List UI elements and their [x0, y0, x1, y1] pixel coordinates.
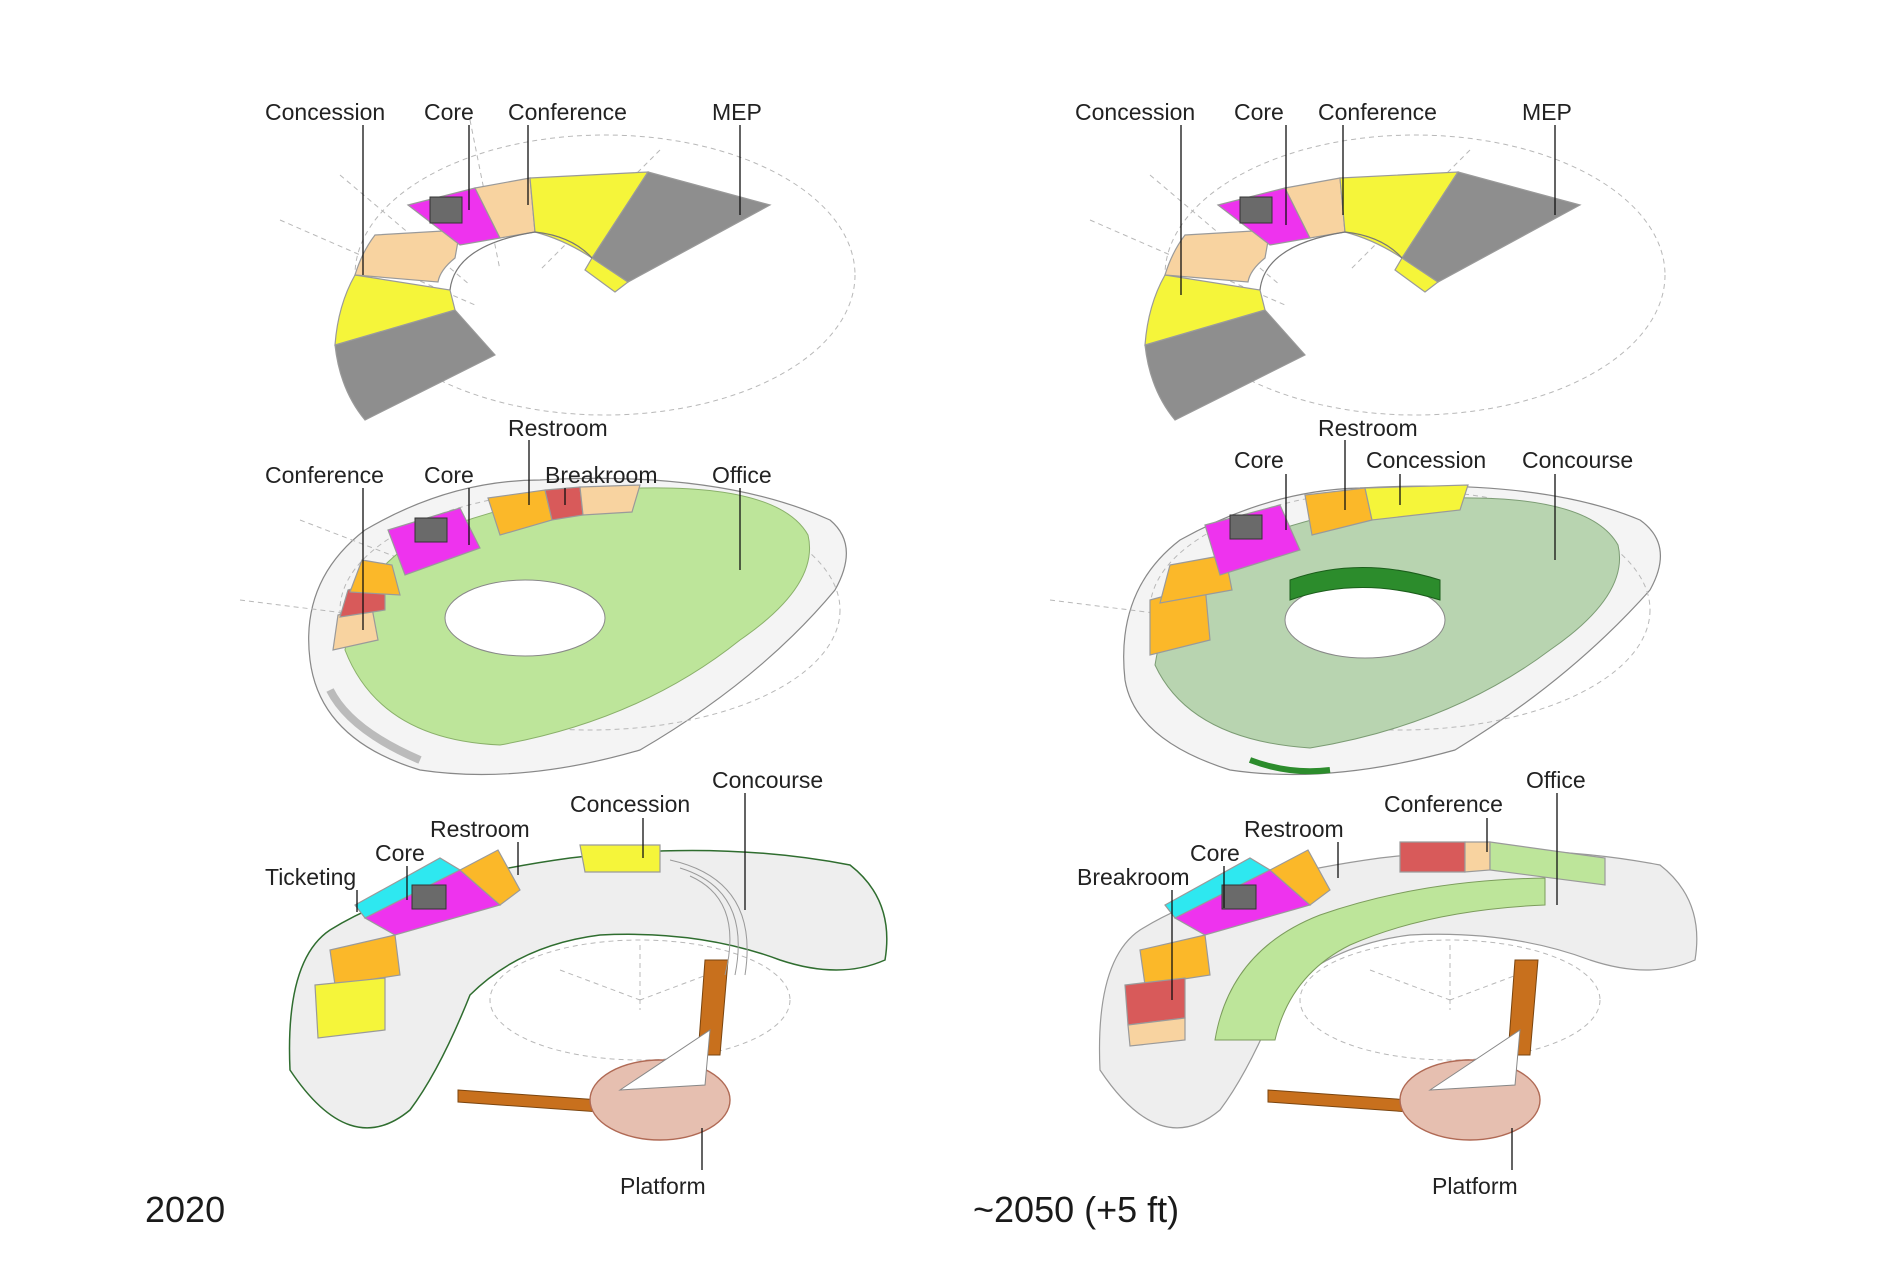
right-top-level — [1089, 134, 1666, 421]
left-bot-level — [288, 844, 888, 1141]
label-restroom: Restroom — [508, 415, 608, 441]
right-bot-level — [1098, 841, 1698, 1141]
label-mep: MEP — [712, 99, 762, 125]
label-core: Core — [375, 840, 425, 866]
left-bot-bridge-south — [457, 1089, 601, 1113]
labels-left-mid: Restroom Conference Core Breakroom Offic… — [265, 415, 772, 488]
left-bot-core-shaft — [411, 884, 447, 910]
label-concession: Concession — [1366, 447, 1486, 473]
left-mid-breakroom-b — [544, 486, 584, 521]
label-conference: Conference — [1384, 791, 1503, 817]
right-bot-bridge-south — [1267, 1089, 1411, 1113]
right-bot-breakroom-a — [1124, 977, 1186, 1026]
labels-right-top: Concession Core Conference MEP — [1075, 99, 1572, 125]
label-concession: Concession — [265, 99, 385, 125]
right-top-mep-south — [1144, 309, 1306, 421]
right-top-conference-west — [1164, 229, 1271, 283]
leader-lines — [356, 125, 1558, 1170]
label-core: Core — [424, 462, 474, 488]
label-core: Core — [1190, 840, 1240, 866]
left-mid-conference-b — [579, 484, 641, 516]
label-restroom: Restroom — [1318, 415, 1418, 441]
right-bot-office-b — [1489, 841, 1606, 886]
left-bot-stair — [618, 1029, 711, 1091]
label-platform: Platform — [620, 1173, 706, 1199]
right-bot-conference-a — [1127, 1017, 1186, 1047]
label-core: Core — [1234, 447, 1284, 473]
right-mid-restroom-b — [1159, 554, 1233, 604]
left-bot-concourse-steps — [669, 859, 748, 976]
right-bot-restroom-b — [1268, 849, 1331, 906]
right-bot-restroom-a — [1139, 934, 1211, 986]
label-conference: Conference — [265, 462, 384, 488]
label-conference: Conference — [1318, 99, 1437, 125]
right-top-mep-east — [1401, 171, 1582, 283]
labels-right-mid: Restroom Core Concession Concourse — [1234, 415, 1633, 473]
right-mid-level — [1049, 484, 1661, 776]
label-conference: Conference — [508, 99, 627, 125]
right-bot-conference-b — [1464, 841, 1491, 873]
right-top-core-shaft — [1239, 196, 1273, 224]
right-mid-core-shaft — [1229, 514, 1263, 540]
label-office: Office — [712, 462, 772, 488]
left-bot-bridge-east — [697, 959, 729, 1056]
right-mid-green-edge — [1248, 757, 1331, 775]
left-top-level — [279, 119, 856, 421]
caption-2020: 2020 — [145, 1189, 225, 1230]
right-top-concession-west — [1144, 274, 1266, 346]
right-bot-core-shaft — [1221, 884, 1257, 910]
left-bot-concession-a — [314, 977, 386, 1039]
labels-left-top: Concession Core Conference MEP — [265, 99, 762, 125]
right-top-inner-curve — [1259, 231, 1403, 291]
left-top-conference-west — [354, 229, 461, 283]
label-concourse: Concourse — [1522, 447, 1633, 473]
left-bot-restroom-a — [329, 934, 401, 986]
label-concession: Concession — [570, 791, 690, 817]
right-bot-stair — [1428, 1029, 1521, 1091]
right-mid-concession — [1364, 484, 1469, 521]
right-bot-bridge-east — [1507, 959, 1539, 1056]
left-mid-core-shaft — [414, 517, 448, 543]
label-core: Core — [1234, 99, 1284, 125]
left-top-mep-east — [591, 171, 772, 283]
label-mep: MEP — [1522, 99, 1572, 125]
label-concession: Concession — [1075, 99, 1195, 125]
left-mid-level — [239, 477, 847, 776]
label-office: Office — [1526, 767, 1586, 793]
label-platform: Platform — [1432, 1173, 1518, 1199]
caption-2050: ~2050 (+5 ft) — [973, 1189, 1179, 1230]
label-breakroom: Breakroom — [545, 462, 657, 488]
left-top-inner-curve — [449, 231, 593, 291]
left-top-mep-south — [334, 309, 496, 421]
right-bot-breakroom-b — [1399, 841, 1466, 873]
label-ticketing: Ticketing — [265, 864, 356, 890]
right-bot-office-ring — [1214, 877, 1546, 1041]
labels-right-bot: Office Conference Restroom Core Breakroo… — [1077, 767, 1586, 1199]
label-breakroom: Breakroom — [1077, 864, 1189, 890]
left-bot-concession-b — [579, 844, 661, 873]
left-top-core-shaft — [429, 196, 463, 224]
label-restroom: Restroom — [1244, 816, 1344, 842]
left-bot-restroom-b — [458, 849, 521, 906]
label-concourse: Concourse — [712, 767, 823, 793]
right-mid-core — [1204, 504, 1301, 576]
left-mid-slab-openings — [326, 688, 422, 764]
left-top-concession-west — [334, 274, 456, 346]
left-mid-atrium — [444, 579, 606, 657]
label-core: Core — [424, 99, 474, 125]
labels-left-bot: Concession Concourse Restroom Core Ticke… — [265, 767, 823, 1199]
right-mid-atrium-wall — [1289, 567, 1441, 601]
label-restroom: Restroom — [430, 816, 530, 842]
